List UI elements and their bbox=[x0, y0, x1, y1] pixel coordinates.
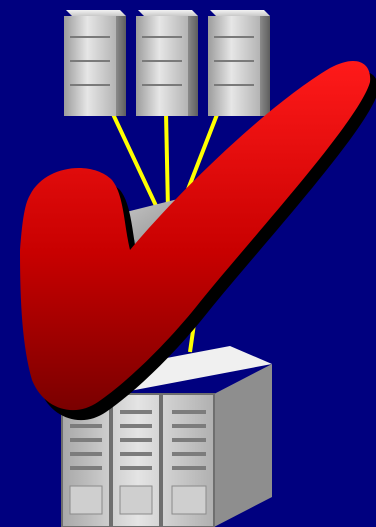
server-tower-icon bbox=[64, 10, 126, 116]
cable-line bbox=[166, 112, 168, 210]
server-tower-icon bbox=[208, 10, 270, 116]
server-tower-icon bbox=[136, 10, 198, 116]
